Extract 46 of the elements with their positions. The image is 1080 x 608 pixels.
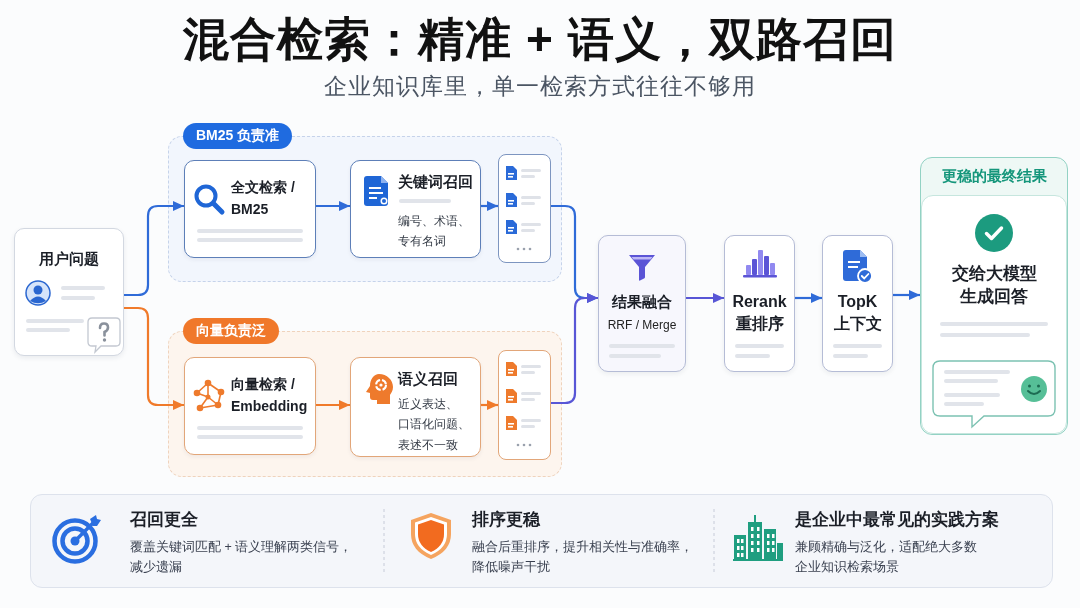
feature-title: 排序更稳 xyxy=(472,509,540,530)
group-label: BM25 负责准 xyxy=(183,123,293,149)
process-box xyxy=(184,357,316,455)
process-box xyxy=(350,357,481,457)
feature-title: 是企业中最常见的实践方案 xyxy=(795,509,999,530)
panel-title: 更稳的最终结果 xyxy=(940,166,1048,186)
arrow xyxy=(481,201,498,211)
node-title: 语义召回 xyxy=(398,370,459,389)
node-description: 近义表达、口语化问题、表述不一致 xyxy=(398,396,471,454)
subtitle: 企业知识库里，单一检索方式往往不够用 xyxy=(323,72,757,101)
process-box xyxy=(350,160,481,258)
node-title: 向量检索 / Embedding xyxy=(231,375,309,416)
node-title: 全文检索 / BM25 xyxy=(231,178,296,219)
node-title: 关键词召回 xyxy=(398,173,474,192)
group-label: 向量负责泛 xyxy=(183,318,279,344)
arrow xyxy=(316,201,350,211)
arrow xyxy=(124,201,184,297)
result-list-box xyxy=(498,154,551,263)
title: 混合检索：精准 + 语义，双路召回 xyxy=(182,12,898,67)
arrow xyxy=(481,400,498,410)
summary-band xyxy=(30,494,1053,588)
node-title: TopK 上下文 xyxy=(832,292,883,335)
process-box xyxy=(724,235,795,372)
feature-description: 兼顾精确与泛化，适配绝大多数企业知识检索场景 xyxy=(795,539,978,576)
arrow xyxy=(686,293,724,303)
feature-title: 召回更全 xyxy=(130,509,198,530)
feature-description: 融合后重排序，提升相关性与准确率，降低噪声干扰 xyxy=(472,539,694,576)
node-title: 用户问题 xyxy=(38,249,100,269)
result-list-box xyxy=(498,350,551,460)
process-box xyxy=(184,160,316,258)
process-box xyxy=(822,235,893,372)
feature-description: 覆盖关键词匹配 + 语义理解两类信号，减少遗漏 xyxy=(130,539,354,576)
node-title: 结果融合 xyxy=(611,292,673,312)
node-description: 编号、术语、专有名词 xyxy=(398,213,471,251)
node-title: 交给大模型生成回答 xyxy=(951,263,1037,308)
answer-card xyxy=(921,195,1067,434)
arrow xyxy=(893,290,920,300)
question-card xyxy=(14,228,124,356)
process-box xyxy=(598,235,686,372)
node-title: Rerank 重排序 xyxy=(731,292,788,335)
result-panel xyxy=(920,157,1068,435)
arrow xyxy=(316,400,350,410)
arrow xyxy=(795,293,822,303)
arrow xyxy=(124,306,184,410)
node-description: RRF / Merge xyxy=(606,317,678,334)
arrow xyxy=(551,293,598,405)
